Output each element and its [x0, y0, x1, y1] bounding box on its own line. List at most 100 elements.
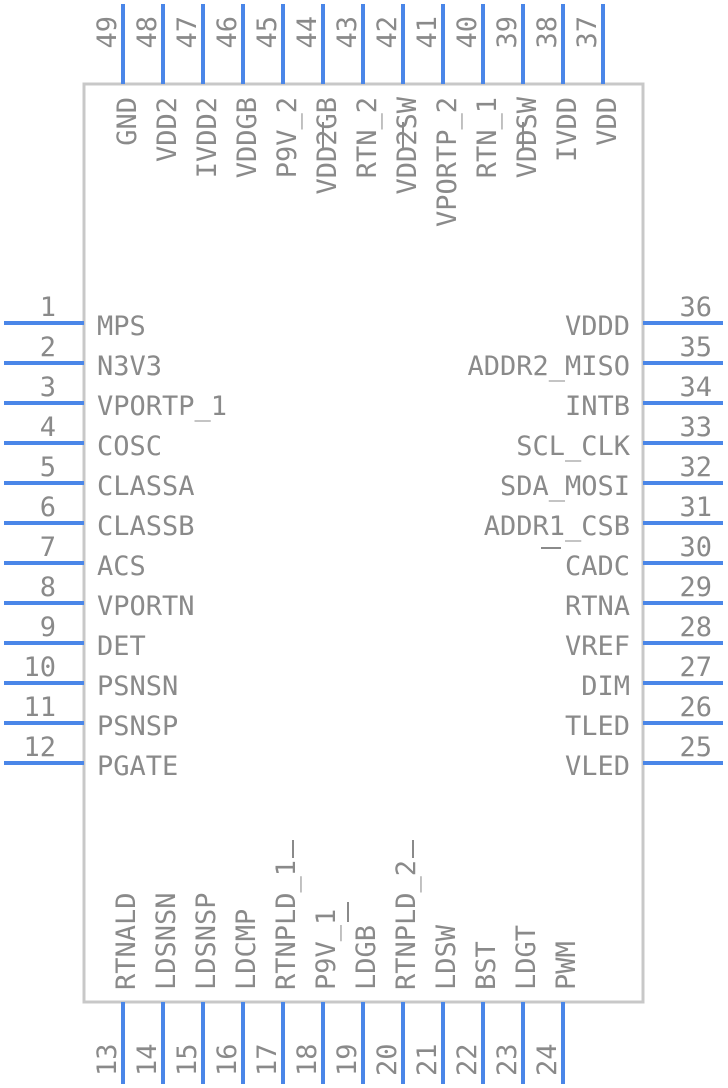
pin-33-number: 33: [679, 412, 712, 443]
pin-14-number: 14: [132, 1043, 163, 1076]
pin-3-label: VPORTP_1: [97, 391, 227, 422]
pin-46-label: VDDGB: [232, 97, 263, 178]
pin-46-number: 46: [212, 16, 243, 49]
pin-3-number: 3: [40, 372, 56, 403]
pin-40-number: 40: [452, 16, 483, 49]
pin-10-label: PSNSN: [97, 671, 178, 702]
pin-27-number: 27: [679, 652, 712, 683]
pin-18-number: 18: [292, 1043, 323, 1076]
pin-38-number: 38: [532, 16, 563, 49]
pin-4-number: 4: [40, 412, 56, 443]
pin-6-number: 6: [40, 492, 56, 523]
pin-25-label: VLED: [565, 751, 630, 782]
pin-37-label: VDD: [592, 97, 623, 146]
pin-17-number: 17: [252, 1043, 283, 1076]
pin-17-label: RTNPLD_1: [271, 860, 302, 990]
pin-35-label: ADDR2_MISO: [467, 351, 630, 382]
pin-36-number: 36: [679, 292, 712, 323]
pin-23-number: 23: [492, 1043, 523, 1076]
pin-20-label: RTNPLD_2: [391, 860, 422, 990]
pin-10-number: 10: [23, 652, 56, 683]
pin-6-label: CLASSB: [97, 511, 195, 542]
pin-48-label: VDD2: [152, 97, 183, 162]
pin-34-number: 34: [679, 372, 712, 403]
pin-43-label: RTN_2: [352, 97, 383, 178]
pin-5-number: 5: [40, 452, 56, 483]
pin-48-number: 48: [132, 16, 163, 49]
pin-47-label: IVDD2: [192, 97, 223, 178]
pin-25-number: 25: [679, 732, 712, 763]
pin-11-label: PSNSP: [97, 711, 178, 742]
pin-45-label: P9V_2: [272, 97, 303, 178]
pin-40-label: RTN_1: [472, 97, 503, 178]
pin-24-number: 24: [532, 1043, 563, 1076]
pin-44-number: 44: [292, 16, 323, 49]
pin-26-label: TLED: [565, 711, 630, 742]
pin-13-number: 13: [92, 1043, 123, 1076]
pin-28-number: 28: [679, 612, 712, 643]
pin-39-label: VDDSW: [512, 96, 543, 178]
pin-1-number: 1: [40, 292, 56, 323]
pin-9-label: DET: [97, 631, 146, 662]
pin-15-label: LDSNSP: [191, 892, 222, 990]
pin-36-label: VDDD: [565, 311, 630, 342]
pin-13-label: RTNALD: [111, 892, 142, 990]
pin-33-label: SCL_CLK: [516, 431, 631, 462]
pin-35-number: 35: [679, 332, 712, 363]
pin-12-number: 12: [23, 732, 56, 763]
pin-28-label: VREF: [565, 631, 630, 662]
pin-45-number: 45: [252, 16, 283, 49]
pin-47-number: 47: [172, 16, 203, 49]
pin-29-number: 29: [679, 572, 712, 603]
pin-34-label: INTB: [565, 391, 630, 422]
pin-7-label: ACS: [97, 551, 146, 582]
pin-23-label: LDGT: [511, 925, 542, 990]
pin-22-label: BST: [471, 941, 502, 990]
pin-31-number: 31: [679, 492, 712, 523]
pin-8-label: VPORTN: [97, 591, 195, 622]
pin-31-label: ADDR1_CSB: [484, 511, 630, 542]
pin-21-number: 21: [412, 1043, 443, 1076]
pin-32-number: 32: [679, 452, 712, 483]
pin-2-number: 2: [40, 332, 56, 363]
pin-15-number: 15: [172, 1043, 203, 1076]
pin-4-label: COSC: [97, 431, 162, 462]
pin-11-number: 11: [23, 692, 56, 723]
pin-20-number: 20: [372, 1043, 403, 1076]
pin-37-number: 37: [572, 16, 603, 49]
pin-7-number: 7: [40, 532, 56, 563]
pin-49-label: GND: [112, 97, 143, 146]
pin-21-label: LDSW: [431, 924, 462, 990]
pin-22-number: 22: [452, 1043, 483, 1076]
pin-41-number: 41: [412, 16, 443, 49]
pin-16-number: 16: [212, 1043, 243, 1076]
pin-18-label: P9V_1: [311, 909, 342, 990]
pin-19-label: LDGB: [351, 925, 382, 990]
pin-39-number: 39: [492, 16, 523, 49]
pin-49-number: 49: [92, 16, 123, 49]
pin-8-number: 8: [40, 572, 56, 603]
pin-30-number: 30: [679, 532, 712, 563]
pin-14-label: LDSNSN: [151, 892, 182, 990]
pin-5-label: CLASSA: [97, 471, 195, 502]
pin-24-label: PWM: [551, 941, 582, 990]
pin-42-number: 42: [372, 16, 403, 49]
pin-38-label: IVDD: [552, 97, 583, 162]
pin-16-label: LDCMP: [231, 909, 262, 990]
pin-43-number: 43: [332, 16, 363, 49]
pin-12-label: PGATE: [97, 751, 178, 782]
pin-30-label: CADC: [565, 551, 630, 582]
pin-9-number: 9: [40, 612, 56, 643]
pin-29-label: RTNA: [565, 591, 630, 622]
pin-44-label: VDD2GB: [312, 97, 343, 195]
pin-1-label: MPS: [97, 311, 146, 342]
pin-42-label: VDD2SW: [392, 96, 423, 194]
pin-27-label: DIM: [581, 671, 630, 702]
pin-2-label: N3V3: [97, 351, 162, 382]
pin-19-number: 19: [332, 1043, 363, 1076]
chip-body: [82, 82, 645, 1004]
pin-32-label: SDA_MOSI: [500, 471, 630, 502]
pin-41-label: VPORTP_2: [432, 97, 463, 227]
